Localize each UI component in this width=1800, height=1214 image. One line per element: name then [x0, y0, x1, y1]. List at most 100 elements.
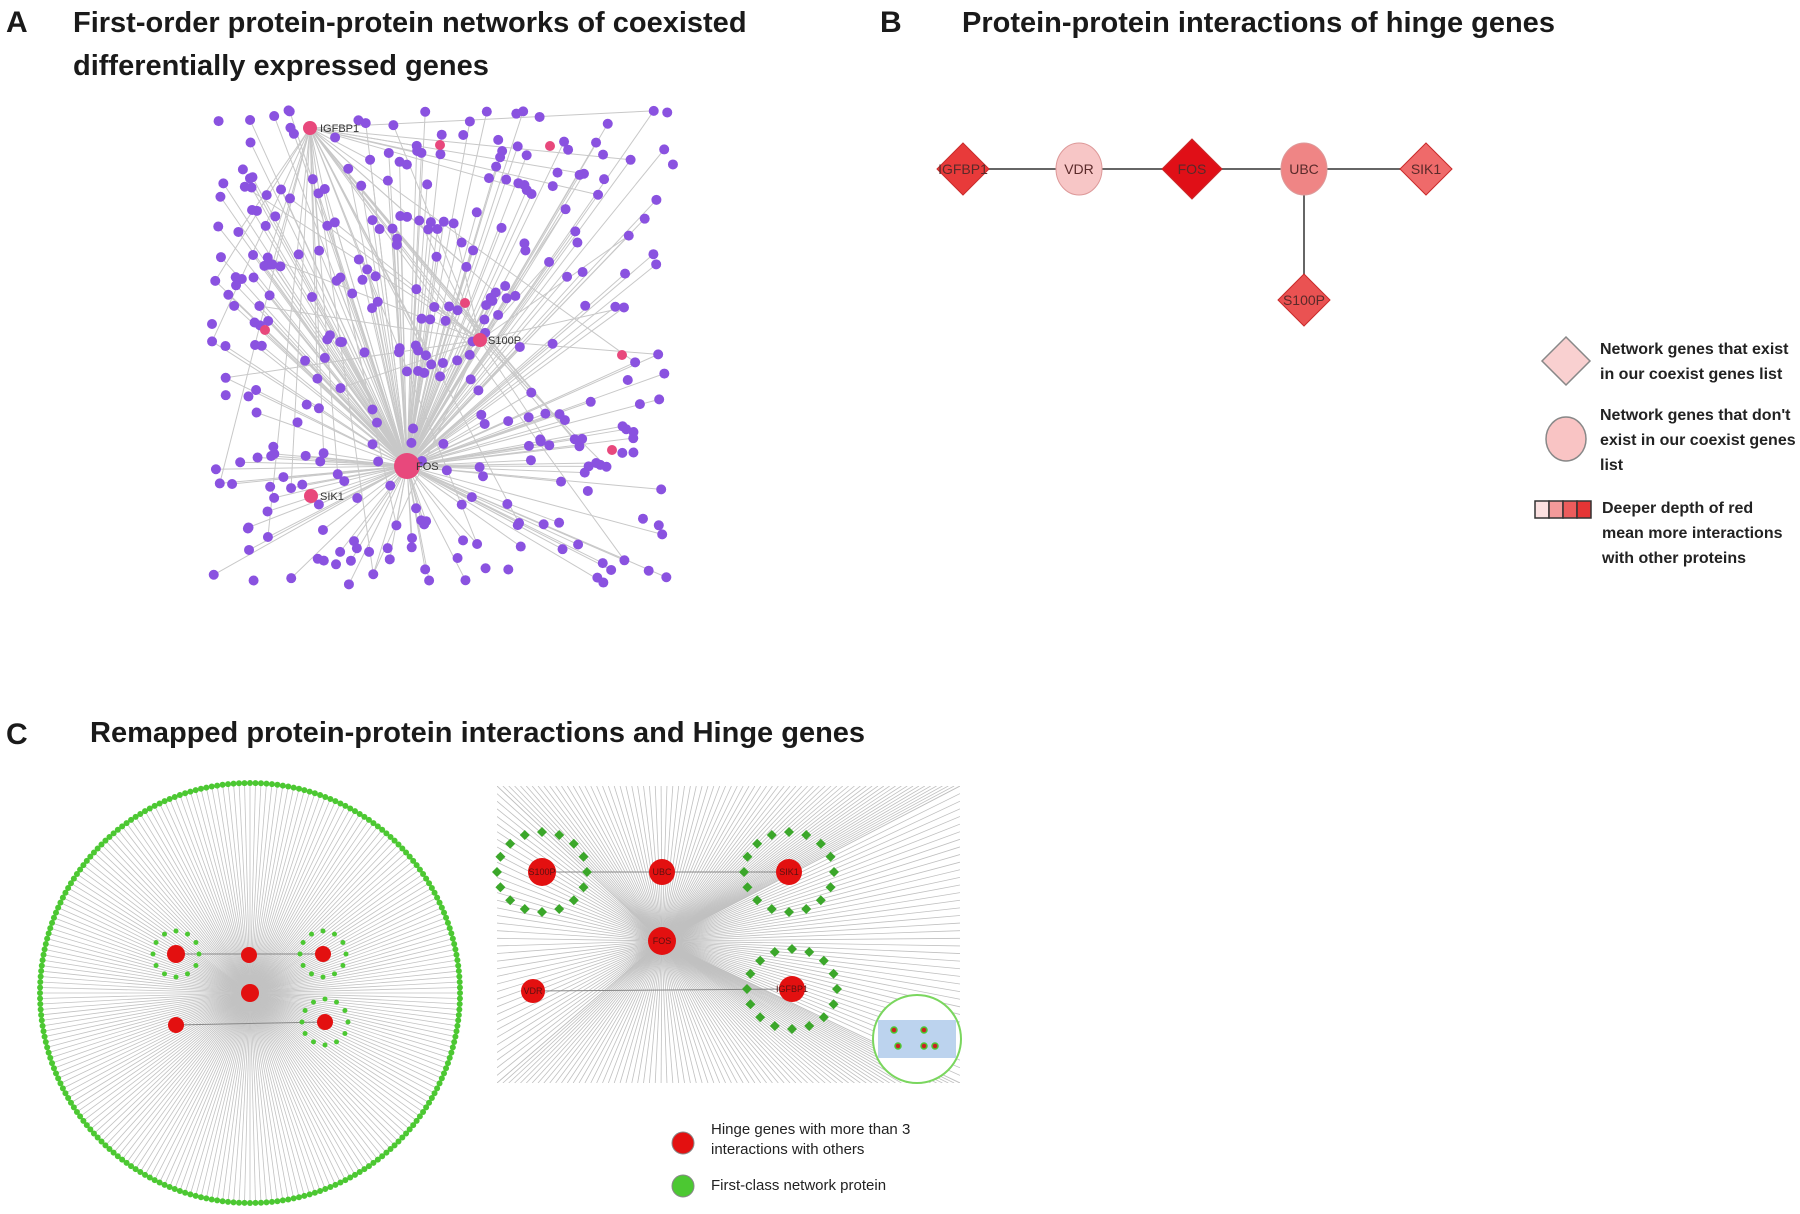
protein-node — [448, 218, 459, 229]
protein-node — [461, 261, 472, 272]
edge — [661, 940, 826, 1083]
edge — [249, 992, 414, 1126]
outer-protein-node — [38, 1011, 45, 1018]
edge — [249, 976, 460, 994]
outer-protein-node — [47, 1054, 54, 1061]
edge — [249, 992, 351, 1178]
outer-protein-node — [40, 1028, 47, 1035]
edge — [249, 178, 408, 467]
edge — [189, 791, 251, 994]
satellite-node — [343, 951, 349, 957]
edge — [117, 829, 251, 994]
edge — [661, 831, 960, 942]
edge — [661, 800, 960, 942]
protein-node — [215, 252, 226, 263]
protein-node — [420, 564, 431, 575]
outer-protein-node — [208, 783, 215, 790]
edge — [318, 250, 408, 467]
edge — [479, 306, 625, 341]
protein-node — [214, 478, 225, 489]
protein-node — [313, 403, 324, 414]
edge — [164, 800, 251, 994]
outer-protein-node — [257, 1199, 264, 1206]
protein-node — [580, 300, 591, 311]
protein-node — [480, 563, 491, 574]
edge — [661, 786, 756, 942]
edge — [347, 168, 408, 467]
edge — [280, 189, 408, 467]
edge — [572, 940, 663, 1083]
edge — [154, 805, 251, 994]
edge — [290, 127, 311, 489]
satellite-node — [568, 838, 579, 849]
edge — [249, 948, 456, 994]
edge — [259, 305, 481, 341]
edge — [661, 786, 726, 942]
protein-node — [243, 391, 254, 402]
edge — [249, 992, 331, 1188]
protein-node — [625, 154, 636, 165]
protein-node — [413, 366, 424, 377]
edge — [497, 940, 663, 1069]
satellite-node — [300, 940, 306, 945]
edge — [406, 465, 579, 545]
outer-protein-node — [413, 1117, 420, 1124]
outer-protein-node — [42, 1039, 49, 1046]
hinge-node — [241, 984, 259, 1002]
edge — [497, 940, 663, 962]
outer-protein-node — [426, 880, 433, 887]
outer-protein-node — [352, 808, 358, 815]
edge — [309, 127, 371, 161]
outer-protein-node — [156, 1179, 163, 1186]
protein-node — [495, 152, 506, 163]
outer-protein-node — [420, 1108, 427, 1115]
satellite-node — [804, 947, 815, 958]
outer-protein-node — [268, 781, 275, 788]
edge — [149, 808, 251, 994]
edge — [661, 940, 902, 1083]
protein-node — [606, 564, 617, 575]
edge — [479, 339, 550, 446]
outer-protein-node — [403, 1130, 410, 1137]
edge — [117, 992, 251, 1157]
protein-node — [559, 136, 570, 147]
protein-node — [569, 434, 580, 445]
edge — [661, 786, 803, 942]
edge — [661, 937, 960, 942]
node-sik1 — [1399, 142, 1453, 196]
edge — [249, 794, 321, 994]
edge — [590, 940, 663, 1083]
edge — [249, 992, 289, 1200]
edge — [497, 940, 663, 1061]
protein-node — [556, 476, 567, 487]
node-label-fos: FOS — [1178, 161, 1207, 177]
protein-node — [317, 524, 328, 535]
edge — [340, 339, 481, 389]
protein-node — [593, 189, 604, 200]
protein-node — [591, 137, 602, 148]
outer-protein-node — [38, 968, 45, 975]
outer-protein-node — [428, 1095, 435, 1101]
protein-node — [585, 396, 596, 407]
edge — [267, 257, 408, 467]
protein-node — [544, 256, 555, 267]
edge — [497, 884, 663, 942]
edge — [497, 940, 663, 970]
edge — [502, 786, 663, 942]
edge — [479, 339, 659, 355]
outer-protein-node — [434, 894, 441, 901]
protein-node — [460, 575, 471, 586]
edge — [254, 344, 408, 467]
edge — [257, 457, 408, 467]
edge — [358, 259, 408, 467]
panel-c-title: Remapped protein-protein interactions an… — [90, 717, 866, 749]
satellite-node — [519, 830, 530, 841]
protein-node — [648, 249, 659, 260]
edge — [126, 992, 251, 1164]
satellite-node — [342, 1008, 348, 1013]
outer-protein-node — [90, 849, 97, 856]
protein-node — [420, 350, 431, 361]
satellite-node — [505, 838, 516, 849]
outer-protein-node — [151, 1177, 158, 1184]
edge — [661, 940, 697, 1083]
